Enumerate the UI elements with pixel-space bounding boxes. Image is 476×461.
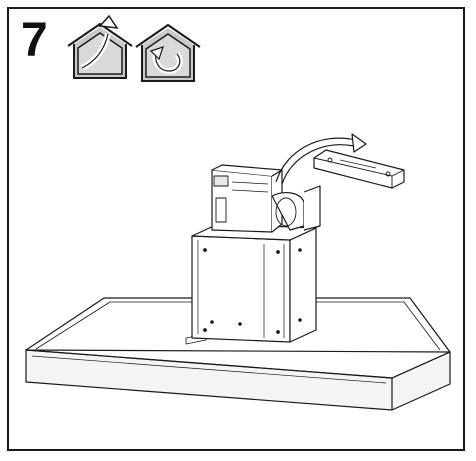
motor-housing-side (289, 227, 317, 343)
hood-canopy-front (25, 349, 451, 411)
ducted-exhaust-icon (67, 14, 133, 79)
motor-housing-front (191, 235, 291, 343)
step-number: 7 (21, 14, 48, 67)
removal-arrow (275, 137, 357, 183)
removed-bracket (313, 149, 405, 189)
recirculation-icon (135, 23, 201, 82)
